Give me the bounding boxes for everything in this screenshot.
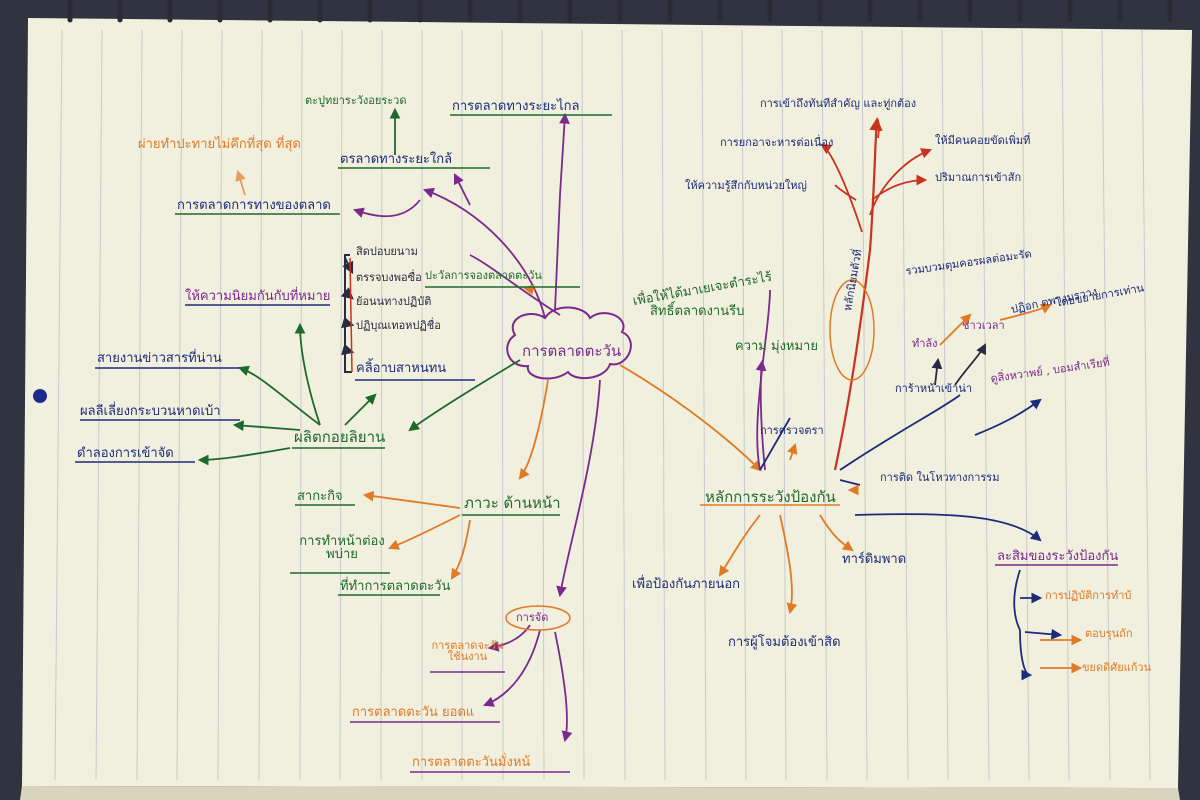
orange-note: ผ่ายทำปะทายไม่คึกที่สุด ที่สุด [138, 137, 301, 152]
bracket-item: สิดปอบยนาม [356, 245, 418, 258]
value-entry-label: ดำลองการเข้าจัด [77, 446, 174, 461]
lower-left-node: ภาวะ ด้านหน้า [464, 494, 561, 512]
tree-label-oval [829, 279, 875, 381]
bracket-item: ปฏิบุณเทอหปฏิชื่อ [356, 319, 441, 332]
tree-item: ให้ความรู้สึกกับหน่วยใหญ่ [685, 179, 807, 192]
top-far-label: ตะปูทยาระวังอยระวด [305, 94, 407, 107]
ink-blot [33, 389, 47, 403]
right-bottom-item: เพื่อป้องกันภายนอก [632, 577, 741, 592]
data-marketing-label: การตลาดการทางของตลาด [177, 198, 331, 213]
sales-person-node: ผลิตกอยลิยาน [294, 428, 386, 446]
bottom-node: การจัด [516, 611, 549, 624]
near-marketing-label: ตรลาดทางระยะใกล้ [340, 152, 453, 167]
market-news-label: สายงานข่าวสารที่น่าน [97, 351, 222, 366]
lower-left-item: ที่ทำการตลาดตะวัน [340, 579, 451, 594]
right-bottom-item: การผู้โจมต้องเข้าสิด [728, 635, 841, 650]
bracket-item: คลิ้อาบสาหนทน [356, 361, 447, 376]
orange-box-item: การปฏิบัติการทำบ้ [1045, 589, 1132, 602]
bottom-item: การตลาดตะวัน ยอดแ [352, 705, 475, 720]
bracket-item: ย้อนนทางปฏิบัติ [356, 295, 432, 308]
risk-check-label: ผลลีเลี่ยงกระบวนหาดเบ้า [80, 404, 221, 419]
impress-label: ให้ความนิยมกันกับที่หมาย [185, 289, 331, 304]
commission-label: สิทธิ์ตลาดงานรีบ [650, 304, 745, 319]
center-node-label: การตลาดตะวัน [522, 342, 622, 360]
right-bottom-item: ทาร์ดิมพาด [842, 552, 907, 567]
tree-item: การยกอาจะหารต่อเนื่อง [720, 136, 834, 149]
tree-item: ปริมาณการเข้าสัก [935, 171, 1022, 184]
goal-label: การตรวจตรา [760, 424, 824, 437]
meaning-label: ความ มุ่งหมาย [735, 339, 818, 354]
orange-box-item: ขยดดิศัยแก้วน [1082, 661, 1152, 674]
period-label: ช่าวเวลา [962, 319, 1005, 332]
bracket-item: ตรรจบงพอซื่อ [356, 271, 422, 284]
lower-left-item: การทำหน้าต่อง พบ่าย [299, 534, 385, 562]
prize-label: ปะวัลการจองตลาดตะวัน [425, 269, 542, 282]
mission-label: การติด ในโหวทางการรม [880, 471, 1000, 484]
distance-marketing-label: การตลาดทางระยะไกล [452, 99, 580, 114]
front-label: การ้าหน้าเข้าน่า [895, 382, 973, 395]
ruled-lines [54, 29, 1151, 781]
doing-label: ทำล้ง [912, 337, 938, 350]
lower-left-item: สากะกิจ [297, 489, 343, 504]
paper-sheet [22, 18, 1192, 788]
bottom-item: การตลาดจะวัน ใช้นงาน [431, 639, 504, 663]
spiral-binding [67, 0, 1173, 23]
right-main-node: หลักการระวังป้องกัน [705, 488, 836, 506]
tree-item: การเข้าถึงทันทีสำคัญ และทู่กต้อง [760, 97, 917, 110]
orange-box-item: ตอบรุนถัก [1085, 627, 1133, 640]
bottom-node-circle [505, 605, 571, 631]
tree-item: ให้มีคนคอยขัดเพิ่มที่ [935, 134, 1031, 147]
bottom-item: การตลาดตะวันมั่งหน้ [412, 755, 531, 770]
orange-box-label: ละสิมของระวังป้องกัน [997, 549, 1119, 564]
